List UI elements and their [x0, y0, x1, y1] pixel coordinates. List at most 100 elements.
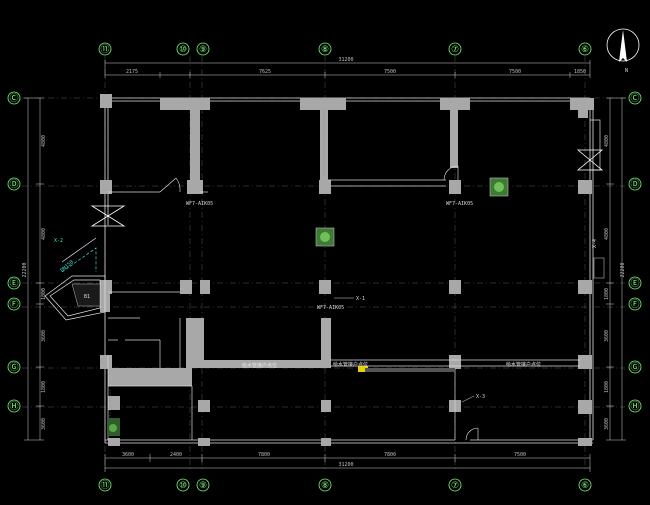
axis-bubble-top-9: ⑨: [196, 42, 210, 56]
axis-bubbles-left: Ⓒ Ⓓ Ⓔ Ⓕ Ⓖ Ⓗ: [7, 91, 21, 413]
dim-bottom-total: 31200: [338, 462, 353, 468]
dim-right-total: 22200: [620, 262, 626, 277]
pipe-label-3: 给水管接户点位: [506, 361, 541, 368]
svg-text:⑨: ⑨: [199, 45, 207, 55]
axis-bubble-left-D: Ⓓ: [7, 177, 21, 191]
axis-bubble-bottom-6: ⑥: [578, 478, 592, 492]
valve-symbols: [90, 149, 604, 227]
north-label: N: [625, 68, 628, 74]
axis-bubble-right-G: Ⓖ: [628, 360, 642, 374]
x4-label: X-4: [592, 239, 598, 248]
axis-bubble-bottom-10: ⑩: [176, 478, 190, 492]
dimension-top: [104, 60, 591, 78]
riser-label-3: WF7-AIK05: [317, 305, 344, 311]
axis-bubble-left-E: Ⓔ: [7, 276, 21, 290]
stair-fill: [71, 283, 101, 307]
svg-text:⑧: ⑧: [321, 45, 329, 55]
svg-text:Ⓗ: Ⓗ: [630, 401, 639, 412]
dim-top-total: 31200: [338, 57, 353, 63]
axis-bubble-bottom-9: ⑨: [196, 478, 210, 492]
axis-bubble-top-6: ⑥: [578, 42, 592, 56]
svg-text:Ⓖ: Ⓖ: [630, 362, 639, 373]
axis-bubble-top-10: ⑩: [176, 42, 190, 56]
axis-bubbles-bottom: ⑪ ⑩ ⑨ ⑧ ⑦ ⑥: [98, 478, 592, 492]
dim-bottom-seg: 7500: [514, 452, 526, 458]
north-arrow: N: [606, 28, 640, 74]
axis-bubble-right-C: Ⓒ: [628, 91, 642, 105]
dimension-right: [606, 97, 626, 441]
svg-text:⑦: ⑦: [451, 481, 459, 491]
riser-label-1: WF7-AIK05: [186, 201, 213, 207]
exterior-walls: [104, 97, 594, 444]
pipe-cyan: [61, 247, 97, 273]
dimension-bottom: [104, 454, 591, 472]
dimension-left: [24, 97, 44, 441]
dim-bottom-seg: 2400: [170, 452, 182, 458]
svg-text:Ⓒ: Ⓒ: [9, 93, 18, 104]
svg-text:⑪: ⑪: [100, 480, 109, 491]
room-tag: B1: [84, 294, 90, 300]
door-swings: [159, 165, 479, 441]
dim-left-seg: 3600: [41, 330, 47, 342]
svg-text:⑩: ⑩: [179, 45, 187, 55]
x1-label: X-1: [356, 296, 365, 302]
x3-label: X-3: [476, 394, 485, 400]
planters: [108, 177, 509, 436]
svg-text:Ⓔ: Ⓔ: [630, 278, 639, 289]
svg-text:⑧: ⑧: [321, 481, 329, 491]
svg-text:Ⓔ: Ⓔ: [9, 278, 18, 289]
stair-area: [44, 237, 106, 321]
axis-bubble-bottom-11: ⑪: [98, 478, 112, 492]
riser-label-2: WF7-AIK05: [446, 201, 473, 207]
axis-bubble-top-7: ⑦: [448, 42, 462, 56]
dim-right-seg: 1800: [604, 288, 610, 300]
pipe-label-1: 给水管接户点位: [242, 362, 277, 369]
dim-bottom-seg: 7800: [258, 452, 270, 458]
dim-right-seg: 4800: [604, 135, 610, 147]
dim-left-seg: 1800: [41, 288, 47, 300]
axis-bubble-left-F: Ⓕ: [7, 297, 21, 311]
structure-walls: [100, 94, 594, 446]
svg-text:⑪: ⑪: [100, 44, 109, 55]
dim-right-seg: 3600: [604, 330, 610, 342]
dim-bottom-seg: 7800: [384, 452, 396, 458]
axis-bubbles-right: Ⓒ Ⓓ Ⓔ Ⓕ Ⓖ Ⓗ: [628, 91, 642, 413]
dim-left-seg: 4800: [41, 135, 47, 147]
svg-text:⑥: ⑥: [581, 481, 589, 491]
x4-box: [593, 257, 605, 279]
dim-top-seg: 7625: [259, 69, 271, 75]
dim-right-seg: 3600: [604, 418, 610, 430]
dim-bottom-seg: 3600: [122, 452, 134, 458]
axis-bubble-right-F: Ⓕ: [628, 297, 642, 311]
svg-text:Ⓓ: Ⓓ: [9, 179, 18, 190]
dim-top-seg: 7500: [384, 69, 396, 75]
dim-top-seg: 7500: [509, 69, 521, 75]
svg-text:⑦: ⑦: [451, 45, 459, 55]
svg-text:⑥: ⑥: [581, 45, 589, 55]
axis-bubble-top-8: ⑧: [318, 42, 332, 56]
svg-text:Ⓖ: Ⓖ: [9, 362, 18, 373]
hatched-strip: [365, 368, 455, 372]
interior-walls: [107, 119, 601, 440]
svg-text:Ⓕ: Ⓕ: [630, 299, 639, 310]
axis-bubbles-top: ⑪ ⑩ ⑨ ⑧ ⑦ ⑥: [98, 42, 592, 56]
dotted-wall: [109, 110, 325, 436]
svg-text:Ⓕ: Ⓕ: [9, 299, 18, 310]
x2-label: X-2: [54, 238, 63, 244]
axis-bubble-right-D: Ⓓ: [628, 177, 642, 191]
axis-bubble-bottom-7: ⑦: [448, 478, 462, 492]
dim-left-total: 22200: [22, 262, 28, 277]
axis-bubble-left-H: Ⓗ: [7, 399, 21, 413]
dim-left-seg: 4800: [41, 228, 47, 240]
svg-text:⑨: ⑨: [199, 481, 207, 491]
dim-top-seg: 2175: [126, 69, 138, 75]
dim-top-seg: 1850: [574, 69, 586, 75]
svg-text:⑩: ⑩: [179, 481, 187, 491]
axis-bubble-bottom-8: ⑧: [318, 478, 332, 492]
svg-text:Ⓒ: Ⓒ: [630, 93, 639, 104]
dim-right-seg: 4800: [604, 228, 610, 240]
svg-text:Ⓓ: Ⓓ: [630, 179, 639, 190]
dim-left-seg: 1800: [41, 381, 47, 393]
dim-right-seg: 1800: [604, 381, 610, 393]
